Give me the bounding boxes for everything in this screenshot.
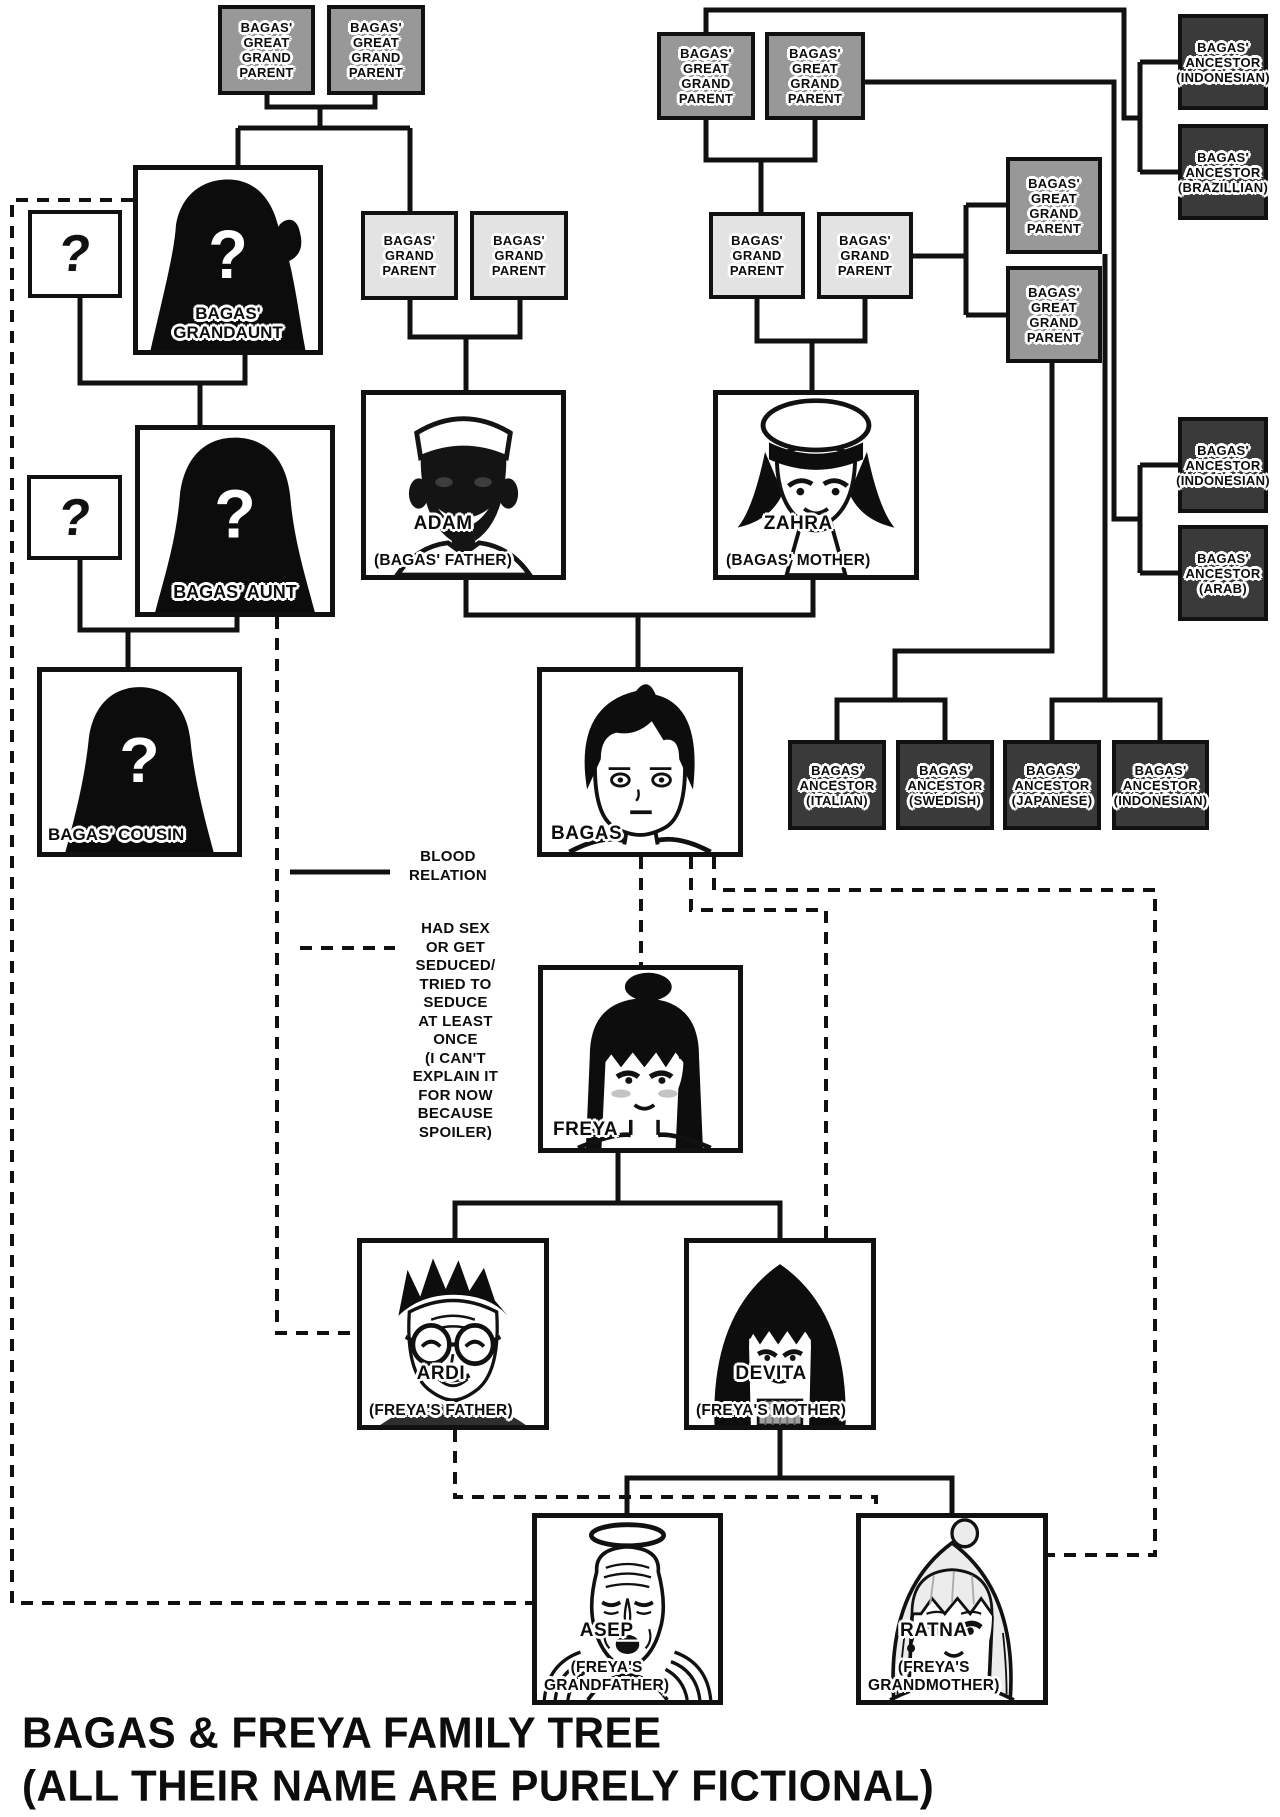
box-great-grandparent-3: BAGAS' GREAT GRAND PARENT	[657, 32, 755, 120]
box-grandparent-3: BAGAS' GRAND PARENT	[709, 212, 805, 299]
ardi-subtitle: (FREYA'S FATHER)	[369, 1402, 513, 1420]
box-grandparent-1: BAGAS' GRAND PARENT	[361, 211, 458, 300]
box-grandparent-4: BAGAS' GRAND PARENT	[817, 212, 913, 299]
box-great-grandparent-2: BAGAS' GREAT GRAND PARENT	[327, 5, 425, 95]
portrait-box-cousin: ? BAGAS' COUSIN	[37, 667, 242, 857]
legend-seduction-label: HAD SEX OR GET SEDUCED/ TRIED TO SEDUCE …	[412, 920, 499, 1141]
box-great-grandparent-4: BAGAS' GREAT GRAND PARENT	[765, 32, 865, 120]
portrait-box-devita: DEVITA (FREYA'S MOTHER)	[684, 1238, 876, 1430]
portrait-box-ratna: RATNA (FREYA'S GRANDMOTHER)	[856, 1513, 1048, 1705]
box-ancestor-arab: BAGAS' ANCESTOR (ARAB)	[1178, 525, 1268, 621]
box-ancestor-indonesian-top: BAGAS' ANCESTOR (INDONESIAN)	[1176, 14, 1270, 110]
portrait-box-adam: ADAM (BAGAS' FATHER)	[361, 390, 566, 580]
box-unknown-partner-2: ?	[27, 475, 122, 560]
devita-subtitle: (FREYA'S MOTHER)	[696, 1402, 847, 1420]
devita-portrait	[714, 1264, 846, 1425]
box-ancestor-japanese: BAGAS' ANCESTOR (JAPANESE)	[1003, 740, 1101, 830]
zahra-name: ZAHRA	[763, 512, 833, 534]
asep-name: ASEP	[579, 1620, 634, 1642]
portrait-box-bagas: BAGAS	[537, 667, 743, 857]
page-title: BAGAS & FREYA FAMILY TREE (ALL THEIR NAM…	[22, 1706, 934, 1812]
svg-text:?: ?	[208, 218, 248, 294]
box-unknown-partner-1: ?	[28, 210, 122, 298]
freya-name: FREYA	[553, 1118, 619, 1140]
legend-blood-relation-label: BLOOD RELATION	[409, 848, 487, 884]
ratna-subtitle: (FREYA'S GRANDMOTHER)	[868, 1659, 1000, 1695]
title-line-1: BAGAS & FREYA FAMILY TREE	[22, 1708, 662, 1757]
portrait-box-asep: ASEP (FREYA'S GRANDFATHER)	[532, 1513, 723, 1705]
box-grandparent-2: BAGAS' GRAND PARENT	[470, 211, 568, 300]
zahra-portrait	[737, 398, 895, 575]
svg-text:?: ?	[214, 475, 256, 552]
freya-portrait	[577, 972, 712, 1148]
box-ancestor-swedish: BAGAS' ANCESTOR (SWEDISH)	[896, 740, 994, 830]
portrait-box-zahra: ZAHRA (BAGAS' MOTHER)	[713, 390, 919, 580]
cousin-silhouette-icon: ?	[65, 687, 214, 852]
adam-portrait	[394, 416, 533, 575]
zahra-subtitle: (BAGAS' MOTHER)	[726, 552, 871, 570]
blood-relation-lines	[77, 7, 1178, 1513]
box-ancestor-italian: BAGAS' ANCESTOR (ITALIAN)	[788, 740, 886, 830]
ardi-name: ARDI	[416, 1362, 466, 1384]
bagas-portrait	[568, 684, 712, 852]
ratna-name: RATNA	[899, 1620, 968, 1642]
devita-name: DEVITA	[735, 1362, 807, 1384]
portrait-box-aunt: ? BAGAS' AUNT	[135, 425, 335, 617]
box-ancestor-brazillian: BAGAS' ANCESTOR (BRAZILLIAN)	[1178, 124, 1268, 220]
seduction-relation-lines	[10, 198, 1157, 1605]
portrait-box-ardi: ARDI (FREYA'S FATHER)	[357, 1238, 549, 1430]
svg-text:?: ?	[119, 724, 160, 796]
ardi-portrait	[380, 1258, 526, 1425]
grandaunt-silhouette-icon: ?	[150, 179, 306, 350]
box-ancestor-indonesian-bottom: BAGAS' ANCESTOR (INDONESIAN)	[1112, 740, 1209, 830]
box-great-grandparent-5: BAGAS' GREAT GRAND PARENT	[1006, 157, 1102, 254]
box-ancestor-indonesian-mid: BAGAS' ANCESTOR (INDONESIAN)	[1176, 417, 1270, 513]
ratna-portrait	[889, 1518, 1015, 1700]
asep-portrait	[542, 1522, 713, 1700]
portrait-box-grandaunt: ? BAGAS' GRANDAUNT	[133, 165, 323, 355]
asep-subtitle: (FREYA'S GRANDFATHER)	[544, 1659, 670, 1695]
adam-name: ADAM	[413, 512, 473, 534]
aunt-silhouette-icon: ?	[155, 437, 315, 612]
title-line-2: (ALL THEIR NAME ARE PURELY FICTIONAL)	[22, 1761, 935, 1810]
adam-subtitle: (BAGAS' FATHER)	[374, 552, 513, 570]
box-great-grandparent-1: BAGAS' GREAT GRAND PARENT	[218, 5, 315, 95]
bagas-name: BAGAS	[551, 822, 623, 844]
portrait-box-freya: FREYA	[538, 965, 743, 1153]
box-great-grandparent-6: BAGAS' GREAT GRAND PARENT	[1006, 266, 1102, 363]
